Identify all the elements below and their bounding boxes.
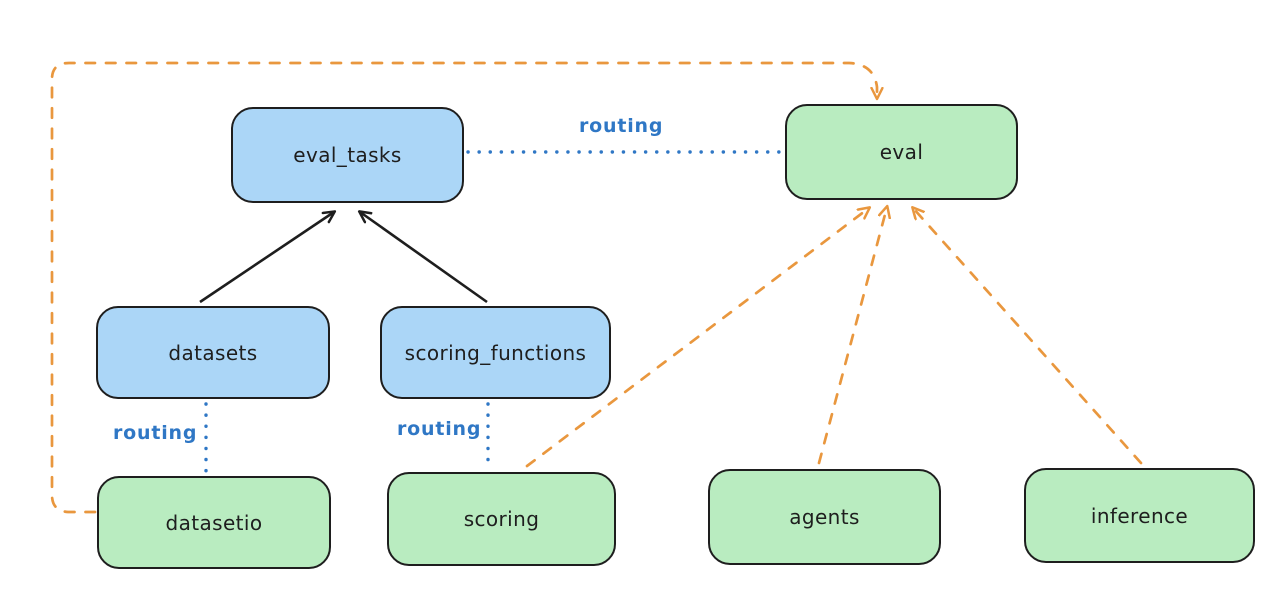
- edge-inference-to-eval: [913, 208, 1143, 465]
- node-label: scoring: [463, 507, 540, 531]
- node-label: inference: [1090, 503, 1189, 528]
- node-label: eval_tasks: [293, 143, 402, 167]
- routing-label-datasets-datasetio: routing: [113, 422, 198, 444]
- edge-scoring-functions-to-eval-tasks: [360, 212, 488, 304]
- node-eval: eval: [785, 104, 1018, 200]
- node-agents: agents: [708, 469, 941, 565]
- edge-scoring-to-eval: [525, 208, 869, 468]
- routing-label-scoring-functions-scoring: routing: [397, 418, 482, 440]
- node-label: datasetio: [165, 510, 263, 535]
- node-label: scoring_functions: [404, 340, 587, 365]
- edge-datasetio-to-eval: [50, 61, 877, 514]
- edge-datasets-to-eval-tasks: [199, 212, 334, 304]
- node-eval-tasks: eval_tasks: [231, 107, 464, 203]
- node-datasetio: datasetio: [97, 476, 331, 569]
- node-label: eval: [879, 140, 924, 164]
- node-scoring-functions: scoring_functions: [380, 306, 611, 399]
- node-label: agents: [789, 505, 860, 529]
- edge-agents-to-eval: [817, 207, 887, 465]
- node-scoring: scoring: [387, 472, 616, 566]
- node-label: datasets: [168, 340, 258, 365]
- node-inference: inference: [1024, 468, 1255, 563]
- routing-label-eval-tasks-eval: routing: [579, 115, 664, 137]
- node-datasets: datasets: [96, 306, 330, 399]
